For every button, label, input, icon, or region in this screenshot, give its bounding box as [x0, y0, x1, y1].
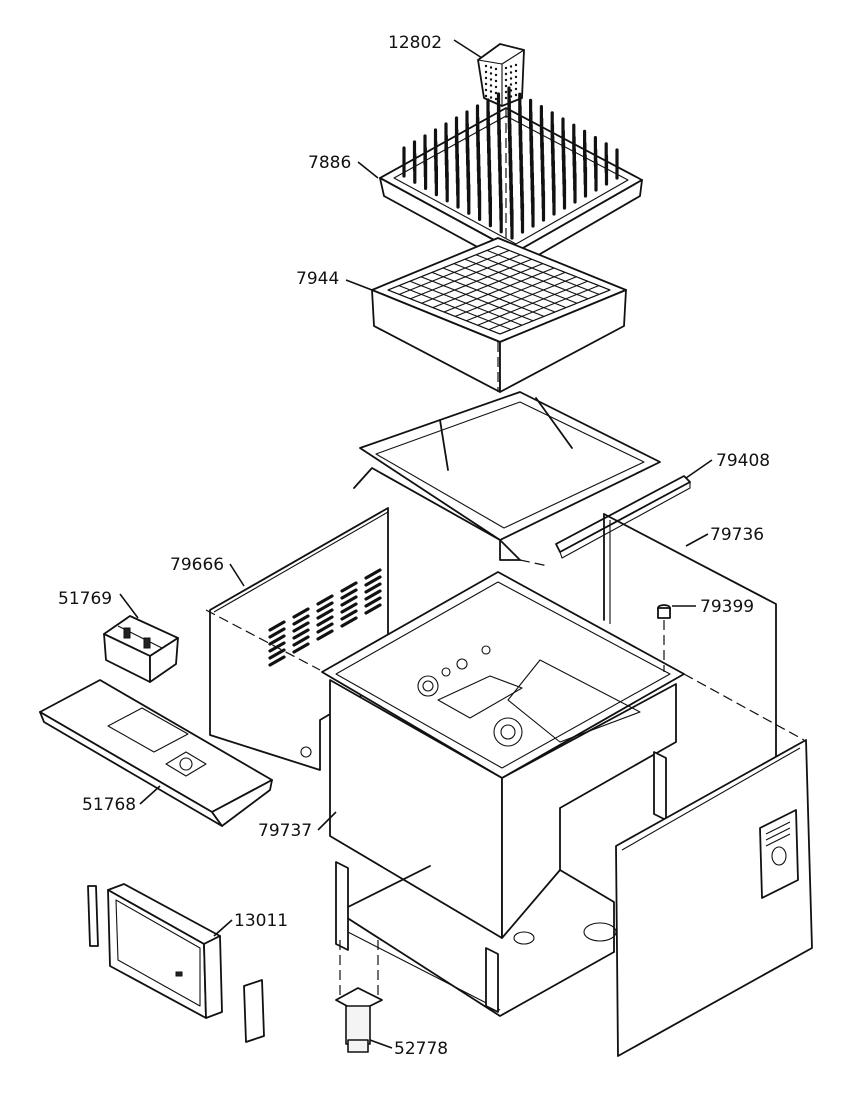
callout-7886: 7886 [308, 153, 351, 173]
guide-rail [555, 475, 691, 559]
front-door [87, 883, 265, 1043]
callout-13011: 13011 [234, 911, 288, 931]
callout-79737: 79737 [258, 821, 312, 841]
callout-79666: 79666 [170, 555, 224, 575]
callout-51769: 51769 [58, 589, 112, 609]
front-right-panel [615, 739, 813, 1057]
rack-frame [353, 391, 661, 561]
callout-7944: 7944 [296, 269, 339, 289]
callout-79408: 79408 [716, 451, 770, 471]
knob [657, 604, 671, 619]
callout-79736: 79736 [710, 525, 764, 545]
callout-51768: 51768 [82, 795, 136, 815]
leg [335, 987, 383, 1053]
callout-52778: 52778 [394, 1039, 448, 1059]
wash-tub [321, 571, 685, 939]
right-side-panel [603, 513, 777, 761]
assembly-lines [205, 108, 805, 1000]
top-cover [39, 679, 273, 827]
grid-rack [371, 237, 627, 393]
peg-rack [379, 86, 643, 269]
callouts: 12802 7886 7944 79408 79736 79666 51769 … [58, 33, 770, 1059]
callout-12802: 12802 [388, 33, 442, 53]
base-frame [335, 751, 667, 1017]
control-box [103, 615, 179, 683]
callout-79399: 79399 [700, 597, 754, 617]
cutlery-basket [477, 43, 525, 107]
